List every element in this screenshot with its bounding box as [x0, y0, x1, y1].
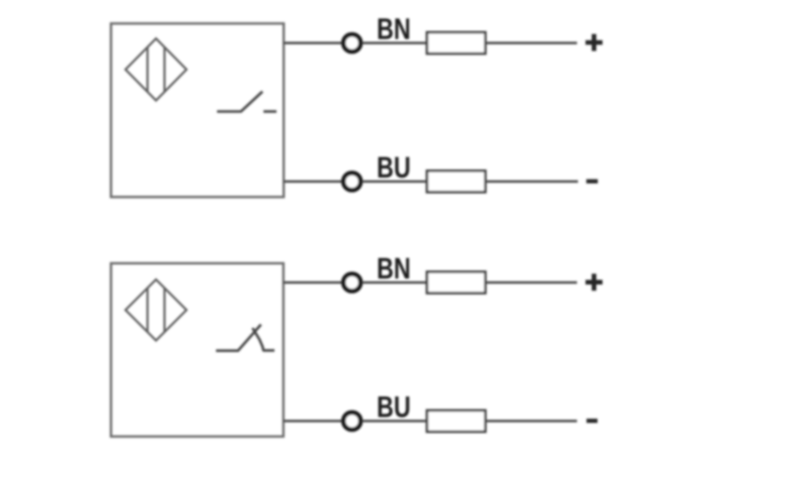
- svg-text:BN: BN: [377, 252, 411, 285]
- svg-text:BU: BU: [377, 151, 411, 184]
- svg-text:BN: BN: [377, 12, 411, 45]
- svg-text:BU: BU: [377, 390, 411, 423]
